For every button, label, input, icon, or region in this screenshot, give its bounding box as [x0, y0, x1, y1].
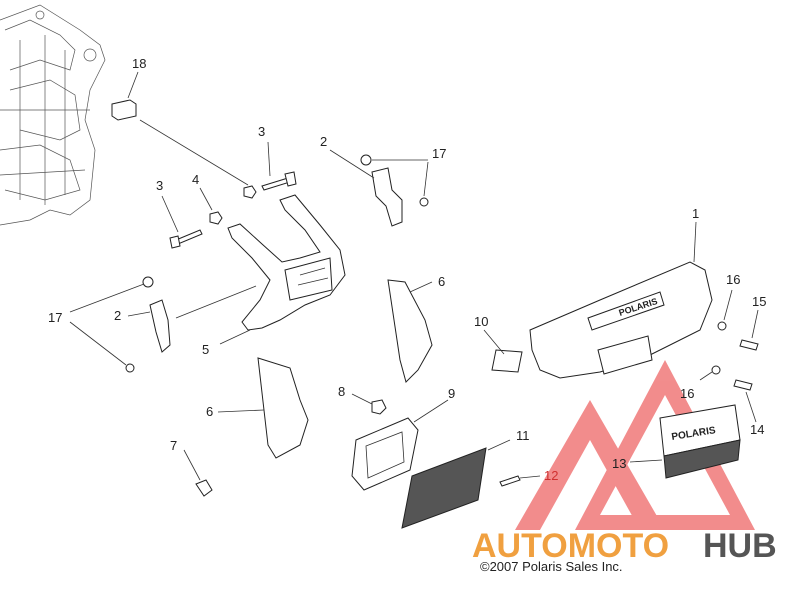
callout-3-left: 3: [156, 178, 163, 193]
part-14-15-bolts: [733, 309, 759, 423]
callout-15: 15: [752, 294, 766, 309]
callout-2-left: 2: [114, 308, 121, 323]
callout-9: 9: [448, 386, 455, 401]
watermark-triangle: [515, 360, 755, 530]
part-8-nut: [351, 393, 387, 415]
part-4-nuts: [199, 185, 257, 225]
callout-5: 5: [202, 342, 209, 357]
callout-6-right: 6: [438, 274, 445, 289]
part-9-grille-frame: [351, 399, 449, 491]
part-2-brackets: [127, 149, 403, 353]
callout-10: 10: [474, 314, 488, 329]
part-17-screws: [69, 154, 429, 373]
part-6-panels: [217, 279, 433, 459]
callout-6-left: 6: [206, 404, 213, 419]
callout-8: 8: [338, 384, 345, 399]
callout-11: 11: [516, 428, 530, 443]
callout-18: 18: [132, 56, 146, 71]
callout-1: 1: [692, 206, 699, 221]
part-1-front-bumper: POLARIS: [529, 221, 713, 379]
callout-13: 13: [612, 456, 626, 471]
callout-14: 14: [750, 422, 764, 437]
callout-labels: 1 2 2 3 3 4 5 6 6 7 8 9 10 11 12 13 14 1…: [48, 56, 766, 483]
copyright-notice: ©2007 Polaris Sales Inc.: [480, 559, 623, 574]
callout-17-left: 17: [48, 310, 62, 325]
vehicle-frame: [0, 4, 106, 226]
part-12-screw: [499, 475, 541, 487]
part-3-bolts: [161, 141, 297, 249]
part-7-screw: [183, 449, 213, 497]
watermark-logo: AUTOMOTO HUB: [472, 527, 777, 565]
callout-3-top: 3: [258, 124, 265, 139]
callout-2-top: 2: [320, 134, 327, 149]
watermark-text-hub: HUB: [703, 527, 777, 565]
callout-16-top: 16: [726, 272, 740, 287]
watermark-text-automoto: AUTOMOTO: [472, 527, 669, 565]
part-16-washers: [699, 289, 733, 381]
part-11-mesh: [401, 439, 511, 529]
part-5-front-bracket: [175, 194, 346, 345]
callout-17-top: 17: [432, 146, 446, 161]
callout-16-bottom: 16: [680, 386, 694, 401]
part-13-skid-plate: POLARIS: [629, 404, 741, 479]
callout-4: 4: [192, 172, 199, 187]
callout-7: 7: [170, 438, 177, 453]
part-18-pad: [111, 71, 249, 186]
callout-12: 12: [544, 468, 558, 483]
part-10-decal: [483, 329, 523, 373]
